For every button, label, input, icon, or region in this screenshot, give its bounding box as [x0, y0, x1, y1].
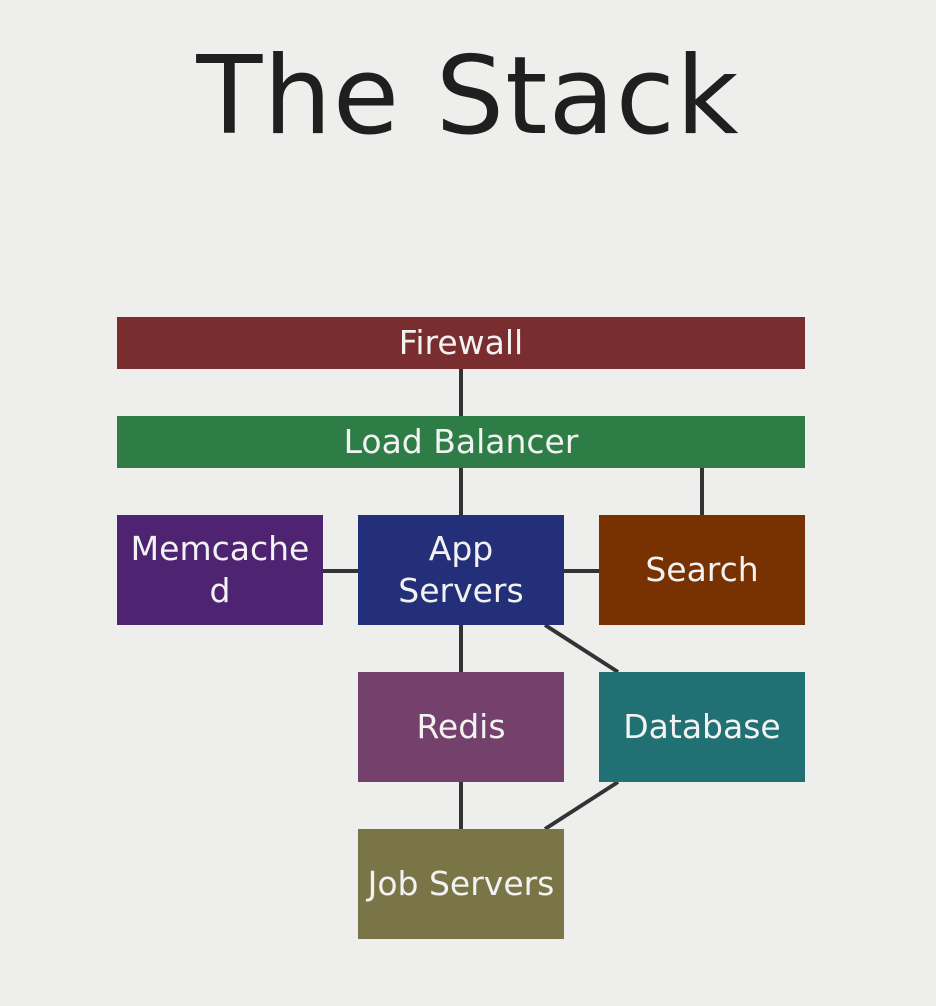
memcached-label: Memcached [130, 529, 310, 610]
redis-label: Redis [416, 707, 506, 746]
firewall-node: Firewall [117, 317, 805, 369]
search-label: Search [645, 550, 759, 589]
redis-node: Redis [358, 672, 564, 782]
job-servers-node: Job Servers [358, 829, 564, 939]
edge-database-job-servers [543, 780, 620, 831]
database-node: Database [599, 672, 805, 782]
app-servers-node: App Servers [358, 515, 564, 625]
search-node: Search [599, 515, 805, 625]
diagram-title: The Stack [196, 34, 740, 159]
app-servers-label: App Servers [398, 529, 524, 610]
firewall-label: Firewall [398, 323, 524, 362]
database-label: Database [623, 707, 781, 746]
edge-app-servers-database [543, 623, 620, 674]
job-servers-label: Job Servers [367, 864, 555, 903]
load-balancer-node: Load Balancer [117, 416, 805, 468]
memcached-node: Memcached [117, 515, 323, 625]
load-balancer-label: Load Balancer [343, 422, 579, 461]
